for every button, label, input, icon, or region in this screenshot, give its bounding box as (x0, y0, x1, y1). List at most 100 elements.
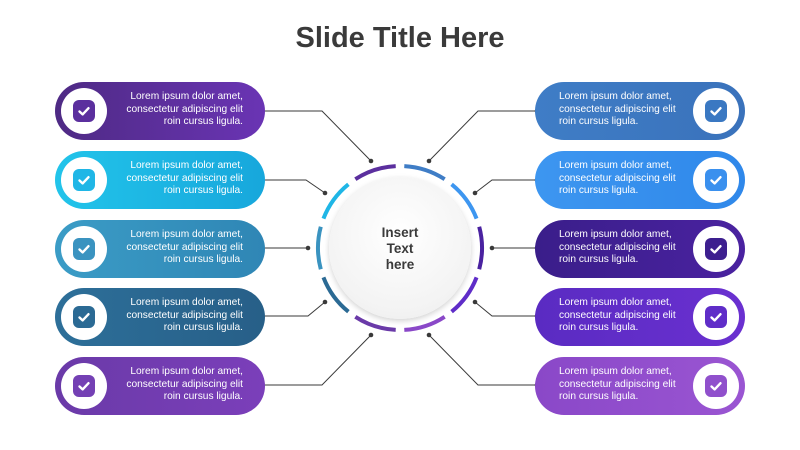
center-circle[interactable]: Insert Text here (329, 177, 471, 319)
connector-line (428, 334, 537, 386)
item-right-4[interactable]: Lorem ipsum dolor amet, consectetur adip… (535, 288, 745, 346)
item-left-3[interactable]: Lorem ipsum dolor amet, consectetur adip… (55, 220, 265, 278)
item-text-line-1: Lorem ipsum dolor amet, (559, 229, 672, 240)
connector-line (474, 179, 537, 194)
checkmark-icon (73, 238, 95, 260)
item-text-line-3: roin cursus ligula. (559, 185, 639, 197)
item-text: Lorem ipsum dolor amet, consectetur adip… (95, 297, 243, 335)
item-left-4[interactable]: Lorem ipsum dolor amet, consectetur adip… (55, 288, 265, 346)
ring-segment (321, 182, 350, 220)
center-text: Insert Text here (329, 225, 471, 273)
item-text-line-2: consectetur adipiscing elit (559, 378, 676, 390)
center-text-line-1: Insert (381, 225, 419, 240)
item-text: Lorem ipsum dolor amet, consectetur adip… (559, 229, 707, 267)
checkmark-icon (73, 306, 95, 328)
center-text-line-3: here (385, 257, 415, 272)
check-badge (693, 294, 739, 340)
item-right-2[interactable]: Lorem ipsum dolor amet, consectetur adip… (535, 151, 745, 209)
item-left-5[interactable]: Lorem ipsum dolor amet, consectetur adip… (55, 357, 265, 415)
slide-title: Slide Title Here (295, 22, 505, 54)
checkmark-icon (705, 306, 727, 328)
item-text-line-2: consectetur adipiscing elit (126, 103, 243, 115)
connector-dot (322, 299, 328, 305)
item-text-line-1: Lorem ipsum dolor amet, (130, 160, 243, 171)
check-badge (61, 157, 107, 203)
item-text-line-1: Lorem ipsum dolor amet, (130, 91, 243, 102)
item-left-1[interactable]: Lorem ipsum dolor amet, consectetur adip… (55, 82, 265, 140)
item-text-line-2: consectetur adipiscing elit (559, 172, 676, 184)
ring-segment (404, 164, 446, 181)
connector-dot (368, 332, 374, 338)
item-text-line-3: roin cursus ligula. (163, 391, 243, 403)
item-text: Lorem ipsum dolor amet, consectetur adip… (95, 366, 243, 404)
item-text: Lorem ipsum dolor amet, consectetur adip… (95, 91, 243, 129)
ring-segment (321, 276, 350, 314)
check-badge (693, 363, 739, 409)
checkmark-icon (705, 100, 727, 122)
item-text-line-1: Lorem ipsum dolor amet, (559, 297, 672, 308)
item-text-line-3: roin cursus ligula. (559, 116, 639, 128)
checkmark-icon (705, 238, 727, 260)
item-text: Lorem ipsum dolor amet, consectetur adip… (559, 91, 707, 129)
item-right-5[interactable]: Lorem ipsum dolor amet, consectetur adip… (535, 357, 745, 415)
item-text-line-2: consectetur adipiscing elit (559, 309, 676, 321)
item-text-line-3: roin cursus ligula. (163, 322, 243, 334)
ring-segment (404, 315, 446, 332)
ring-segment (450, 182, 479, 220)
checkmark-icon (73, 375, 95, 397)
connector-dot (472, 190, 478, 196)
ring-segment (315, 226, 323, 270)
item-text-line-2: consectetur adipiscing elit (126, 378, 243, 390)
item-text: Lorem ipsum dolor amet, consectetur adip… (559, 297, 707, 335)
connector-dot (426, 332, 432, 338)
item-text-line-1: Lorem ipsum dolor amet, (130, 229, 243, 240)
check-badge (61, 294, 107, 340)
item-text-line-3: roin cursus ligula. (163, 254, 243, 266)
check-badge (61, 226, 107, 272)
connector-dot (368, 158, 374, 164)
check-badge (61, 363, 107, 409)
connector-dot (472, 299, 478, 305)
ring-segment (477, 226, 485, 270)
checkmark-icon (705, 375, 727, 397)
item-text: Lorem ipsum dolor amet, consectetur adip… (559, 160, 707, 198)
connector-line (238, 334, 372, 386)
checkmark-icon (73, 100, 95, 122)
item-text-line-3: roin cursus ligula. (559, 322, 639, 334)
center-text-line-2: Text (386, 241, 414, 256)
ring-segment (354, 164, 396, 181)
item-text-line-3: roin cursus ligula. (559, 391, 639, 403)
ring-segment (450, 276, 479, 314)
item-text-line-2: consectetur adipiscing elit (126, 172, 243, 184)
checkmark-icon (705, 169, 727, 191)
item-text-line-1: Lorem ipsum dolor amet, (559, 91, 672, 102)
item-right-1[interactable]: Lorem ipsum dolor amet, consectetur adip… (535, 82, 745, 140)
item-text-line-1: Lorem ipsum dolor amet, (559, 160, 672, 171)
segmented-ring (315, 164, 485, 332)
check-badge (693, 226, 739, 272)
item-text-line-1: Lorem ipsum dolor amet, (130, 366, 243, 377)
connector-dot (322, 190, 328, 196)
item-text-line-1: Lorem ipsum dolor amet, (559, 366, 672, 377)
ring-segment (354, 315, 396, 332)
connector-dot (305, 245, 311, 251)
connector-line (238, 110, 372, 162)
connector-line (474, 301, 537, 317)
checkmark-icon (73, 169, 95, 191)
item-left-2[interactable]: Lorem ipsum dolor amet, consectetur adip… (55, 151, 265, 209)
item-text-line-3: roin cursus ligula. (163, 116, 243, 128)
connector-dot (489, 245, 495, 251)
item-text-line-3: roin cursus ligula. (163, 185, 243, 197)
item-text-line-2: consectetur adipiscing elit (559, 103, 676, 115)
item-text: Lorem ipsum dolor amet, consectetur adip… (95, 160, 243, 198)
item-right-3[interactable]: Lorem ipsum dolor amet, consectetur adip… (535, 220, 745, 278)
check-badge (61, 88, 107, 134)
item-text-line-3: roin cursus ligula. (559, 254, 639, 266)
item-text-line-2: consectetur adipiscing elit (126, 241, 243, 253)
item-text-line-2: consectetur adipiscing elit (559, 241, 676, 253)
item-text-line-1: Lorem ipsum dolor amet, (130, 297, 243, 308)
check-badge (693, 88, 739, 134)
item-text-line-2: consectetur adipiscing elit (126, 309, 243, 321)
connector-line (428, 110, 537, 162)
check-badge (693, 157, 739, 203)
